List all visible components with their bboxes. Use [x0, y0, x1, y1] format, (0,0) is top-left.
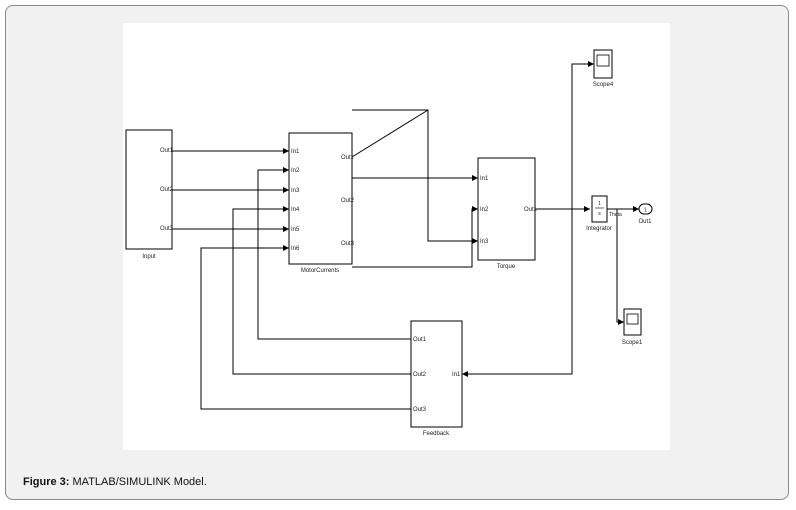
- motor-block-label: MotorCurrents: [301, 268, 339, 274]
- motor-in4: In4: [291, 207, 300, 213]
- motor-out1: Out1: [341, 155, 355, 161]
- wire-theta-scope1: [616, 209, 624, 325]
- wire-feedback-out1: [257, 167, 411, 340]
- input-block-label: Input: [142, 254, 156, 260]
- motor-currents-block[interactable]: In1 In2 In3 In4 In5 In6 Out1 Out2 Out3 M…: [288, 132, 355, 274]
- feedback-block[interactable]: Out1 Out2 Out3 In1 Feedback: [410, 320, 463, 437]
- torque-out1: Out1: [524, 207, 538, 213]
- motor-in2: In2: [291, 168, 300, 174]
- wire-motor-out1-route: [352, 109, 478, 244]
- motor-in1: In1: [291, 149, 300, 155]
- outport-label: Out1: [638, 219, 652, 225]
- motor-in3: In3: [291, 188, 300, 194]
- wire-feedback-out2: [232, 206, 411, 375]
- figure-caption-text: MATLAB/SIMULINK Model.: [72, 476, 207, 488]
- torque-in2: In2: [480, 207, 489, 213]
- integrator-num: 1: [598, 201, 601, 207]
- torque-block[interactable]: In1 In2 In3 Out1 Torque: [477, 157, 538, 270]
- wire-motor-out1: [351, 109, 429, 158]
- scope1-label: Scope1: [622, 340, 643, 346]
- motor-in6: In6: [291, 246, 300, 252]
- feedback-in1: In1: [452, 372, 461, 378]
- signal-lines: [172, 61, 639, 410]
- torque-in1: In1: [480, 176, 489, 182]
- wire-motor-out3: [352, 206, 478, 268]
- wire-theta-feedback: [462, 209, 573, 377]
- scope1-block[interactable]: Scope1: [622, 308, 643, 346]
- input-port-out2: Out2: [160, 187, 174, 193]
- input-block[interactable]: Out1 Out2 Out3 Input: [125, 129, 174, 260]
- motor-out2: Out2: [341, 198, 355, 204]
- feedback-out3: Out3: [413, 407, 427, 413]
- integrator-den: s: [598, 211, 601, 217]
- scope4-block[interactable]: Scope4: [593, 49, 614, 88]
- simulink-diagram: Out1 Out2 Out3 Input In1 In2 In3 In4 In5…: [123, 23, 670, 450]
- wire-theta-scope4: [571, 61, 594, 209]
- torque-in3: In3: [480, 239, 489, 245]
- figure-caption: Figure 3: MATLAB/SIMULINK Model.: [23, 476, 207, 488]
- outport-block[interactable]: 1 Out1: [638, 203, 653, 225]
- feedback-out1: Out1: [413, 337, 427, 343]
- feedback-block-label: Feedback: [423, 431, 450, 437]
- figure-caption-label: Figure 3:: [23, 476, 70, 488]
- scope4-label: Scope4: [593, 82, 614, 88]
- input-port-out1: Out1: [160, 148, 174, 154]
- feedback-out2: Out2: [413, 372, 427, 378]
- theta-label: Theta: [609, 212, 622, 218]
- input-port-out3: Out3: [160, 226, 174, 232]
- torque-block-label: Torque: [497, 264, 516, 270]
- outport-number: 1: [644, 208, 647, 214]
- wire-feedback-out3: [200, 245, 411, 410]
- integrator-label: Integrator: [586, 226, 612, 232]
- motor-out3: Out3: [341, 241, 355, 247]
- integrator-block[interactable]: 1 s Integrator: [586, 195, 612, 232]
- motor-in5: In5: [291, 227, 300, 233]
